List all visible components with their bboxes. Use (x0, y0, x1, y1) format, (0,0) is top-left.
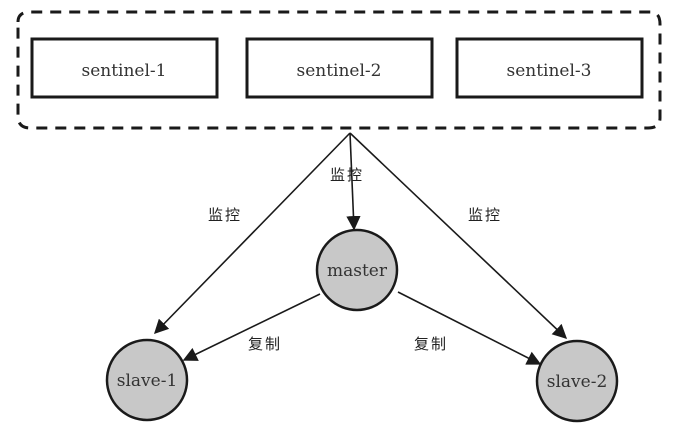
replicate-label-right: 复制 (414, 335, 448, 353)
sentinel-node-2: sentinel-2 (245, 37, 434, 99)
replicate-arrow-right (397, 291, 542, 365)
monitor-label-left: 监控 (208, 206, 242, 224)
master-node: master (315, 228, 399, 312)
slave-node-1: slave-1 (105, 338, 189, 422)
monitor-label-center: 监控 (330, 166, 364, 184)
replicate-label-left: 复制 (248, 335, 282, 353)
slave-node-2: slave-2 (535, 339, 619, 423)
monitor-label-right: 监控 (468, 206, 502, 224)
monitor-arrow-left (153, 132, 351, 335)
sentinel-node-3: sentinel-3 (455, 37, 644, 99)
sentinel-node-1: sentinel-1 (30, 37, 219, 99)
monitor-arrow-right (349, 132, 568, 339)
slave-label-1: slave-1 (117, 371, 178, 391)
sentinel-label-1: sentinel-1 (81, 61, 166, 81)
sentinel-label-2: sentinel-2 (296, 61, 381, 81)
replicate-arrow-left (182, 293, 321, 361)
master-label: master (327, 261, 388, 281)
slave-label-2: slave-2 (547, 372, 608, 392)
sentinel-group-container (16, 10, 662, 130)
sentinel-label-3: sentinel-3 (506, 61, 591, 81)
monitor-arrow-center (346, 132, 361, 231)
